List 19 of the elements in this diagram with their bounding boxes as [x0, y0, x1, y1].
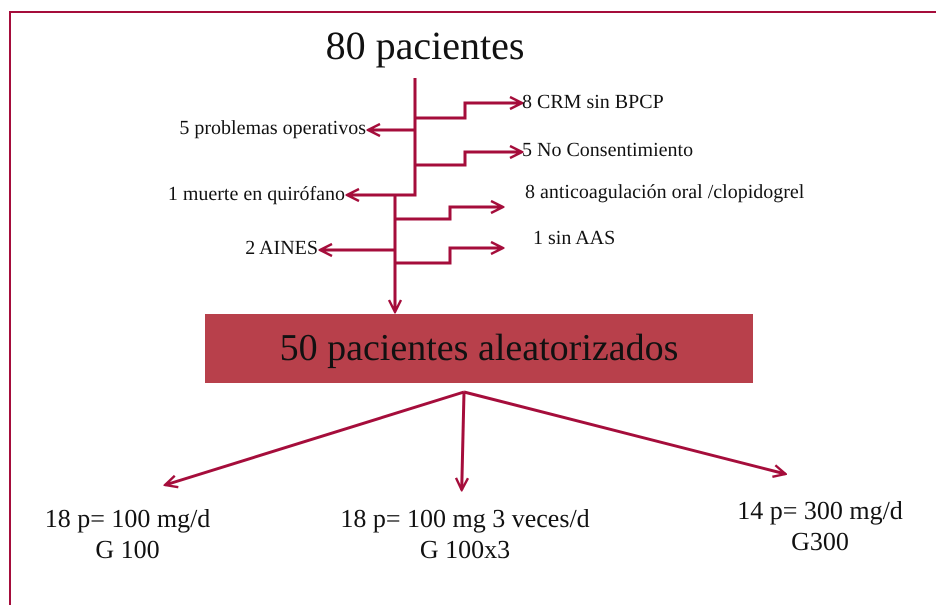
node-label: 1 sin AAS	[533, 226, 616, 250]
box-label: 50 pacientes aleatorizados	[280, 326, 678, 371]
node-label: 2 AINES	[244, 236, 318, 260]
node-label: 8 CRM sin BPCP	[522, 90, 665, 114]
node-label: 5 problemas operativos	[178, 116, 366, 140]
node-label: 5 No Consentimiento	[522, 138, 694, 162]
group-label: G 100	[94, 534, 161, 566]
arrow	[464, 390, 787, 478]
group-label: G300	[790, 526, 850, 558]
arrow	[454, 392, 470, 492]
node-label: 1 muerte en quirófano	[166, 182, 345, 206]
arrow	[164, 390, 464, 488]
node-label: 8 anticoagulación oral /clopidogrel	[525, 180, 806, 204]
node-label: 18 p= 100 mg/d	[44, 503, 212, 534]
process-box	[205, 314, 753, 383]
node-label: 80 pacientes	[324, 22, 526, 70]
group-label: G 100x3	[418, 534, 512, 566]
node-label: 14 p= 300 mg/d	[736, 495, 904, 526]
node-label: 18 p= 100 mg 3 veces/d	[339, 503, 591, 534]
